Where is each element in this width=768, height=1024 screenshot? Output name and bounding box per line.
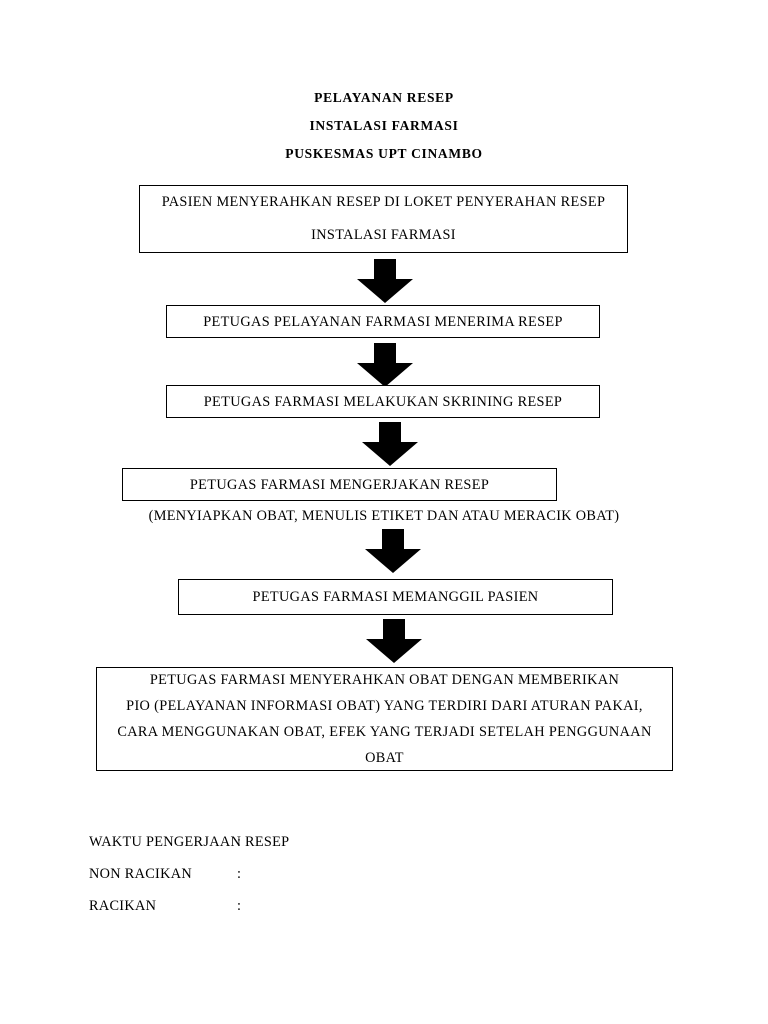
- footer-label-non-racikan: NON RACIKAN: [89, 866, 192, 882]
- arrow-down-icon: [357, 259, 413, 303]
- arrow-down-icon: [365, 529, 421, 573]
- flow-step-6-line-1: PETUGAS FARMASI MENYERAHKAN OBAT DENGAN …: [149, 672, 620, 688]
- footer-label-racikan: RACIKAN: [89, 898, 157, 914]
- flow-step-2-box: PETUGAS PELAYANAN FARMASI MENERIMA RESEP: [166, 305, 600, 338]
- flow-step-3-box: PETUGAS FARMASI MELAKUKAN SKRINING RESEP: [166, 385, 600, 418]
- flow-step-1-line-2: INSTALASI FARMASI: [311, 227, 456, 243]
- flow-step-6-line-4: OBAT: [365, 750, 404, 766]
- flow-step-3-line-1: PETUGAS FARMASI MELAKUKAN SKRINING RESEP: [203, 393, 563, 410]
- footer-row-non-racikan: NON RACIKAN :: [89, 858, 509, 890]
- footer-separator-racikan: :: [237, 898, 242, 914]
- arrow-down-icon: [366, 619, 422, 663]
- arrow-down-icon: [357, 343, 413, 387]
- footer-row-waktu-pengerjaan-resep: WAKTU PENGERJAAN RESEP :: [89, 826, 509, 858]
- title-line-2: INSTALASI FARMASI: [309, 118, 459, 133]
- title-line-1: PELAYANAN RESEP: [314, 90, 454, 105]
- flow-step-6-box: PETUGAS FARMASI MENYERAHKAN OBAT DENGAN …: [96, 667, 673, 771]
- flow-step-1-box: PASIEN MENYERAHKAN RESEP DI LOKET PENYER…: [139, 185, 628, 253]
- document-title-block: PELAYANAN RESEP INSTALASI FARMASI PUSKES…: [0, 84, 768, 168]
- flow-step-4-box: PETUGAS FARMASI MENGERJAKAN RESEP: [122, 468, 557, 501]
- footer-notes: WAKTU PENGERJAAN RESEP : NON RACIKAN : R…: [89, 826, 509, 922]
- flow-step-5-box: PETUGAS FARMASI MEMANGGIL PASIEN: [178, 579, 613, 615]
- footer-separator-non-racikan: :: [237, 866, 242, 882]
- arrow-down-icon: [362, 422, 418, 466]
- flow-step-5-line-1: PETUGAS FARMASI MEMANGGIL PASIEN: [252, 589, 539, 605]
- flow-step-4-caption: (MENYIAPKAN OBAT, MENULIS ETIKET DAN ATA…: [148, 508, 620, 524]
- footer-separator-waktu-pengerjaan-resep: :: [237, 834, 242, 850]
- flow-step-6-line-3: CARA MENGGUNAKAN OBAT, EFEK YANG TERJADI…: [117, 724, 652, 740]
- flow-step-4-line-1: PETUGAS FARMASI MENGERJAKAN RESEP: [189, 476, 490, 493]
- footer-row-racikan: RACIKAN :: [89, 890, 509, 922]
- footer-label-waktu-pengerjaan-resep: WAKTU PENGERJAAN RESEP: [89, 834, 290, 850]
- flow-step-6-line-2: PIO (PELAYANAN INFORMASI OBAT) YANG TERD…: [126, 698, 643, 714]
- flow-step-2-line-1: PETUGAS PELAYANAN FARMASI MENERIMA RESEP: [203, 313, 563, 330]
- flow-step-1-line-1: PASIEN MENYERAHKAN RESEP DI LOKET PENYER…: [161, 194, 606, 210]
- title-line-3: PUSKESMAS UPT CINAMBO: [285, 146, 483, 161]
